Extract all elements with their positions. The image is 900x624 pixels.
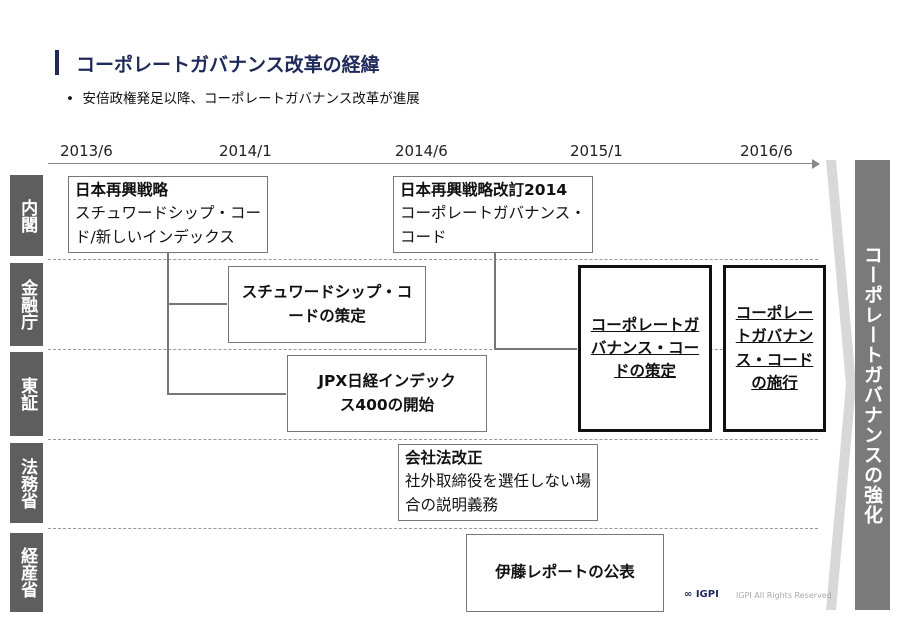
- connector-line: [494, 348, 577, 350]
- box-fsa-stewardship: スチュワードシップ・コードの策定: [228, 266, 426, 343]
- chevron-arrow-icon: [826, 160, 856, 610]
- box-body: スチュワードシップ・コード/新しいインデックス: [75, 204, 262, 246]
- copyright-text: IGPI All Rights Reserved: [736, 591, 832, 600]
- row-divider: [48, 439, 818, 440]
- row-divider: [48, 259, 818, 260]
- arrow-head-icon: [812, 159, 820, 169]
- row-divider: [48, 349, 818, 350]
- box-title: 会社法改正: [405, 449, 483, 467]
- box-cabinet-2014: 日本再興戦略改訂2014 コーポレートガバナンス・コード: [393, 176, 593, 253]
- timeline-label: 2016/6: [740, 142, 793, 160]
- connector-line: [167, 303, 227, 305]
- box-tse-jpx: JPX日経インデックス400の開始: [287, 355, 487, 432]
- row-label-cabinet: 内閣: [10, 175, 43, 256]
- box-meti-ito-report: 伊藤レポートの公表: [466, 534, 664, 612]
- box-title: 日本再興戦略改訂2014: [400, 181, 568, 199]
- side-banner: コーポレートガバナンスの強化: [855, 160, 890, 610]
- timeline-axis: [48, 163, 818, 164]
- connector-line: [167, 253, 169, 394]
- timeline-label: 2013/6: [60, 142, 113, 160]
- bullet-point: • 安倍政権発足以降、コーポレートガバナンス改革が進展: [66, 91, 420, 107]
- row-label-fsa: 金融庁: [10, 263, 43, 346]
- row-divider: [48, 528, 818, 529]
- page-title: コーポレートガバナンス改革の経緯: [76, 54, 380, 76]
- title-accent-bar: [55, 50, 59, 75]
- box-moj-companies-act: 会社法改正 社外取締役を選任しない場合の説明義務: [398, 444, 598, 521]
- row-label-meti: 経産省: [10, 533, 43, 612]
- box-cabinet-2013: 日本再興戦略 スチュワードシップ・コード/新しいインデックス: [68, 176, 268, 253]
- row-label-tse: 東証: [10, 352, 43, 436]
- box-title: 日本再興戦略: [75, 181, 169, 199]
- box-body: 社外取締役を選任しない場合の説明義務: [405, 472, 592, 514]
- box-cg-code-enforcement: コーポレートガバナンス・コードの施行: [723, 265, 826, 432]
- box-body: コーポレートガバナンス・コード: [400, 204, 586, 246]
- igpi-logo: ∞ IGPI: [684, 589, 719, 600]
- timeline-label: 2015/1: [570, 142, 623, 160]
- timeline-label: 2014/1: [219, 142, 272, 160]
- connector-line: [167, 393, 286, 395]
- bullet-text: 安倍政権発足以降、コーポレートガバナンス改革が進展: [82, 91, 420, 107]
- connector-line: [494, 253, 496, 349]
- timeline-label: 2014/6: [395, 142, 448, 160]
- row-label-moj: 法務省: [10, 443, 43, 523]
- box-cg-code-formulation: コーポレートガバナンス・コードの策定: [578, 265, 712, 432]
